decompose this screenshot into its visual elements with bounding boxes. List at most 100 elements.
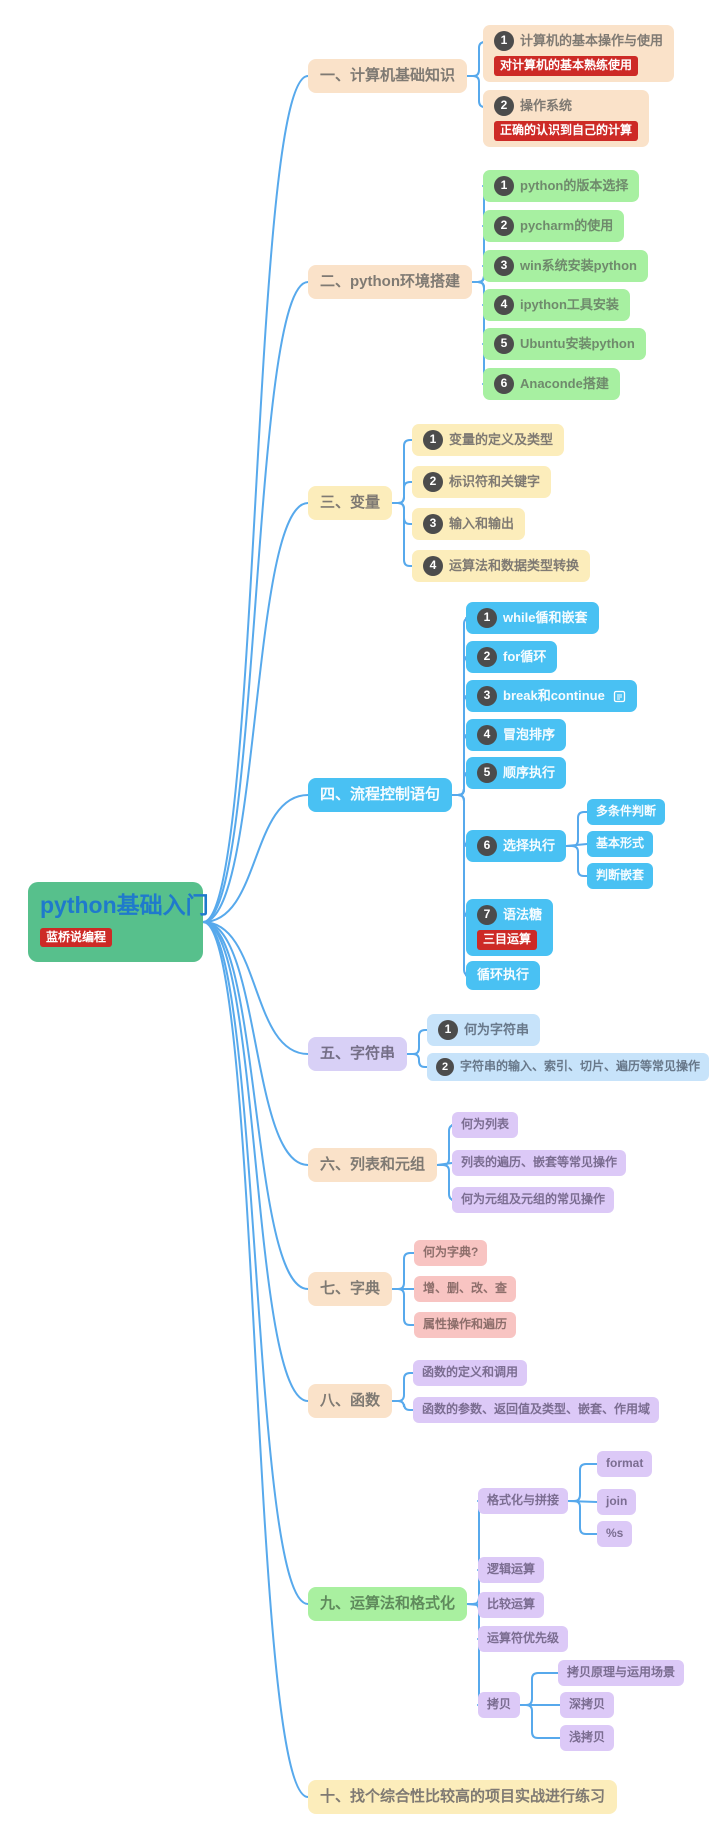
mindmap-node[interactable]: 6 选择执行 [466,830,567,862]
node-label: for循环 [503,648,547,664]
mindmap-node[interactable]: 九、运算法和格式化 [308,1587,468,1621]
node-label: 选择执行 [503,837,556,853]
mindmap-node[interactable]: 运算符优先级 [478,1626,569,1652]
mindmap-node[interactable]: 何为字典? [414,1240,488,1266]
connector-line [391,502,413,525]
mindmap-node[interactable]: %s [597,1521,633,1547]
mindmap-node[interactable]: 深拷贝 [560,1692,615,1718]
node-label: 字符串的输入、索引、切片、遍历等常见操作 [460,1059,701,1074]
root-node[interactable]: python基础入门蓝桥说编程 [28,882,209,962]
node-label: 标识符和关键字 [449,473,541,489]
node-label: 循环执行 [477,967,530,982]
node-label: 增、删、改、查 [423,1281,508,1295]
mindmap-node[interactable]: 增、删、改、查 [414,1276,517,1302]
highlight-note: 正确的认识到自己的计算 [494,121,639,141]
node-label: 何为列表 [461,1117,510,1131]
mindmap-node[interactable]: 十、找个综合性比较高的项目实战进行练习 [308,1780,618,1814]
node-label: 四、流程控制语句 [320,786,441,803]
mindmap-node[interactable]: 七、字典 [308,1272,393,1306]
connector-line [391,1372,414,1402]
mindmap-node[interactable]: 格式化与拼接 [478,1488,569,1514]
node-label: 十、找个综合性比较高的项目实战进行练习 [320,1788,606,1805]
mindmap-node[interactable]: 列表的遍历、嵌套等常见操作 [452,1150,627,1176]
node-label: 运算符优先级 [487,1631,560,1645]
mindmap-node[interactable]: 浅拷贝 [560,1725,615,1751]
mindmap-node[interactable]: 三、变量 [308,486,393,520]
mindmap-node[interactable]: 属性操作和遍历 [414,1312,517,1338]
node-label: 冒泡排序 [503,726,556,742]
number-badge: 1 [438,1020,458,1040]
mindmap-node[interactable]: 2 字符串的输入、索引、切片、遍历等常见操作 [427,1053,710,1081]
connector-line [202,921,309,1055]
mindmap-node[interactable]: 二、python环境搭建 [308,265,472,299]
mindmap-node[interactable]: 逻辑运算 [478,1557,545,1583]
mindmap-node[interactable]: 判断嵌套 [587,863,654,889]
mindmap-node[interactable]: 一、计算机基础知识 [308,59,468,93]
node-label: ipython工具安装 [520,296,619,312]
connector-line [202,794,309,923]
connector-line [406,1053,428,1068]
connector-line [391,1400,414,1411]
mindmap-node[interactable]: 比较运算 [478,1592,545,1618]
mindmap-node[interactable]: format [597,1451,653,1477]
node-label: format [606,1456,644,1470]
node-label: 多条件判断 [596,804,657,818]
number-badge: 6 [494,374,514,394]
brand-badge: 蓝桥说编程 [40,927,113,948]
node-label: 计算机的基本操作与使用 [520,32,664,48]
mindmap-node[interactable]: 函数的定义和调用 [413,1360,528,1386]
number-badge: 2 [436,1058,454,1076]
mindmap-node[interactable]: 函数的参数、返回值及类型、嵌套、作用域 [413,1397,660,1423]
mindmap-node[interactable]: join [597,1489,637,1515]
number-badge: 5 [494,334,514,354]
mindmap-node[interactable]: 何为列表 [452,1112,519,1138]
node-label: 深拷贝 [569,1697,606,1711]
mindmap-node[interactable]: 何为元组及元组的常见操作 [452,1187,615,1213]
node-label: 三、变量 [320,494,381,511]
connector-line [391,439,413,504]
highlight-note: 对计算机的基本熟练使用 [494,56,639,76]
mindmap-node[interactable]: 六、列表和元组 [308,1148,438,1182]
node-label: 运算法和数据类型转换 [449,557,580,573]
mindmap-node[interactable]: 四、流程控制语句 [308,778,453,812]
node-label: 六、列表和元组 [320,1156,426,1173]
number-badge: 1 [477,608,497,628]
mindmap-node[interactable]: 八、函数 [308,1384,393,1418]
root-title: python基础入门 [40,892,209,918]
number-badge: 3 [423,514,443,534]
node-label: 浅拷贝 [569,1730,606,1744]
node-label: 比较运算 [487,1597,536,1611]
mindmap-node[interactable]: 基本形式 [587,831,654,857]
node-label: 拷贝原理与运用场景 [567,1665,676,1679]
mindmap-node[interactable]: 循环执行 [466,961,541,990]
node-label: 二、python环境搭建 [320,273,460,290]
connector-line [519,1704,561,1739]
mindmap-node[interactable]: 多条件判断 [587,799,666,825]
number-badge: 6 [477,836,497,856]
mindmap-node[interactable]: 拷贝原理与运用场景 [558,1660,685,1686]
mindmap-node[interactable]: 五、字符串 [308,1037,408,1071]
connector-line [202,921,309,1290]
mindmap-node[interactable]: 拷贝 [478,1692,521,1718]
node-label: 顺序执行 [503,764,556,780]
